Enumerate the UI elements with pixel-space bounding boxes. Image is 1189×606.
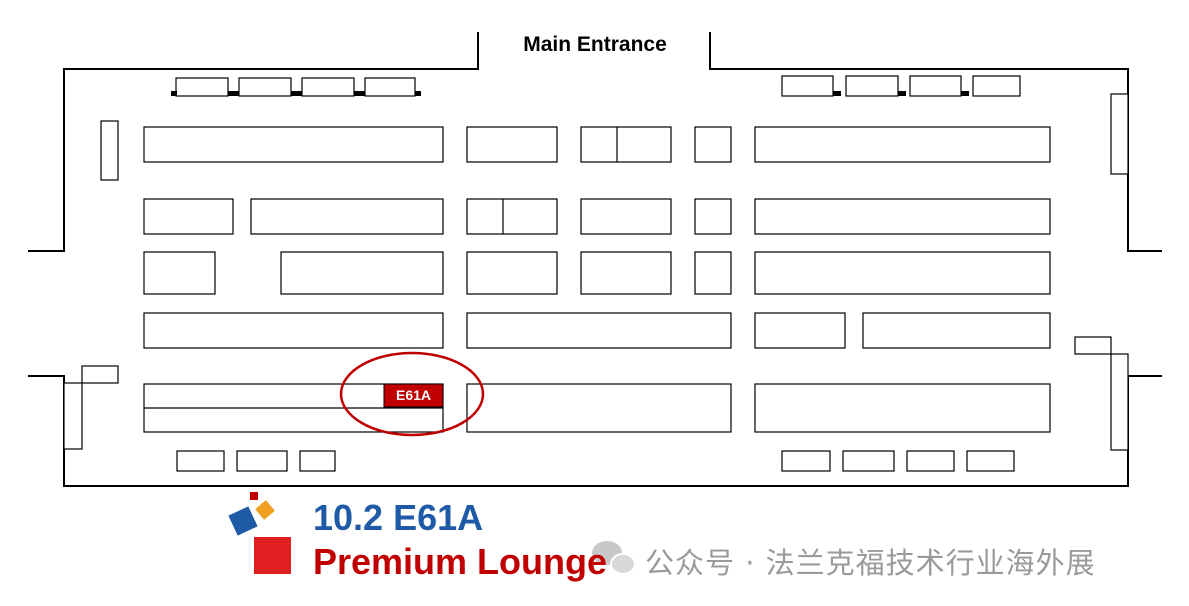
booth-name-title: Premium Lounge — [313, 541, 608, 582]
top-right-booth-row — [781, 75, 1021, 97]
wechat-icon — [592, 541, 636, 575]
watermark-text: 公众号 · 法兰克福技术行业海外展 — [645, 546, 1096, 580]
top-left-booth-row — [175, 77, 416, 97]
booth-label: E61A — [395, 387, 432, 403]
highlighted-booth[interactable] — [383, 383, 444, 408]
side-booths — [63, 93, 1129, 451]
booth-blocks — [143, 126, 1051, 433]
top-right-connectors — [833, 91, 969, 96]
top-left-connectors — [171, 91, 421, 96]
exhibition-logo — [228, 492, 291, 574]
bottom-booth-row — [176, 450, 1015, 472]
booth-code-title: 10.2 E61A — [313, 497, 484, 538]
main-entrance-label: Main Entrance — [523, 33, 667, 56]
hall-outline — [28, 32, 1162, 487]
highlight-circle — [339, 351, 485, 437]
